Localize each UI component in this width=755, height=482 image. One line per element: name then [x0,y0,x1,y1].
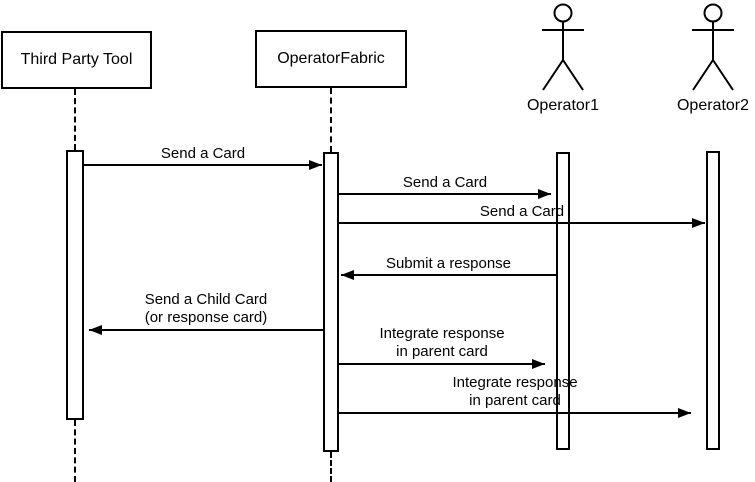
message-1-arrow [84,160,322,170]
person-icon-operator1 [542,3,584,91]
message-3-label: Send a Card [479,203,565,220]
message-5-label-line1: Send a Child Card [144,291,268,308]
lifeline-third-party-tool-upper [74,89,76,150]
message-7-label-line2: in parent card [469,392,561,409]
message-7-label-line1: Integrate response [452,374,578,391]
lifeline-operatorfabric-lower [330,452,332,482]
message-6-label-line2: in parent card [396,343,488,360]
message-4-label: Submit a response [385,255,512,272]
message-7-label: Integrate response in parent card [339,374,691,410]
actor-label-operator2: Operator2 [676,97,750,114]
message-3-arrow [339,218,705,228]
message-5-label: Send a Child Card (or response card) [89,291,323,327]
person-icon-operator2 [692,3,734,91]
activation-bar-operator2 [706,151,720,450]
lifeline-operatorfabric-upper [330,88,332,152]
message-7-arrow [339,408,691,418]
participant-label-operatorfabric: OperatorFabric [277,50,385,67]
lifeline-third-party-tool-lower [74,420,76,482]
message-6-label: Integrate response in parent card [339,325,545,361]
actor-label-operator1: Operator1 [526,97,600,114]
message-4-arrow [341,270,556,280]
participant-label-third-party-tool: Third Party Tool [20,51,133,68]
message-5-label-line2: (or response card) [144,309,268,326]
message-5-arrow [89,325,323,335]
participant-box-third-party-tool: Third Party Tool [1,31,152,89]
message-2-arrow [339,189,551,199]
message-1-label: Send a Card [160,145,246,162]
activation-bar-third-party-tool [66,150,84,420]
message-6-label-line1: Integrate response [379,325,505,342]
message-6-arrow [339,359,545,369]
message-2-label: Send a Card [402,174,488,191]
activation-bar-operator1 [556,152,570,450]
activation-bar-operatorfabric [323,152,339,452]
participant-box-operatorfabric: OperatorFabric [255,30,407,88]
